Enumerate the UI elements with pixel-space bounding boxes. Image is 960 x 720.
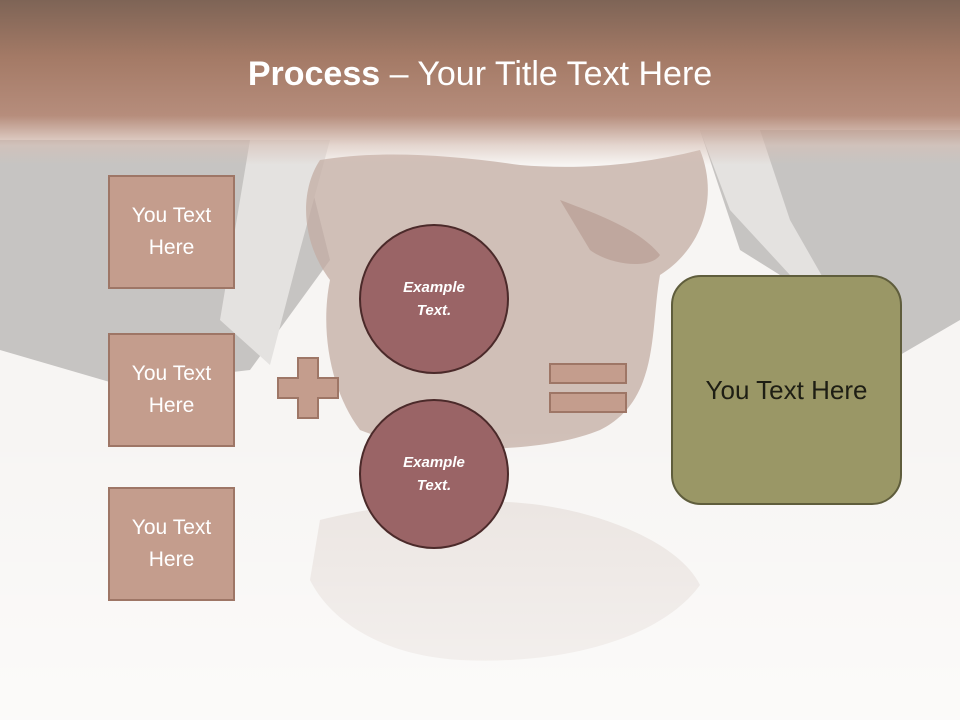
plus-icon xyxy=(277,357,339,419)
example-circle-1: Example Text. xyxy=(359,224,509,374)
title-bold: Process xyxy=(247,55,381,93)
example-circle-2: Example Text. xyxy=(359,399,509,549)
header-band xyxy=(0,0,960,165)
title-rest: – Your Title Text Here xyxy=(380,55,713,93)
text-box-2: You Text Here xyxy=(108,333,235,447)
equals-bar-top xyxy=(549,363,627,384)
slide-title: Process – Your Title Text Here xyxy=(0,52,960,96)
result-box: You Text Here xyxy=(671,275,902,505)
text-box-3: You Text Here xyxy=(108,487,235,601)
text-box-1: You Text Here xyxy=(108,175,235,289)
equals-bar-bottom xyxy=(549,392,627,413)
